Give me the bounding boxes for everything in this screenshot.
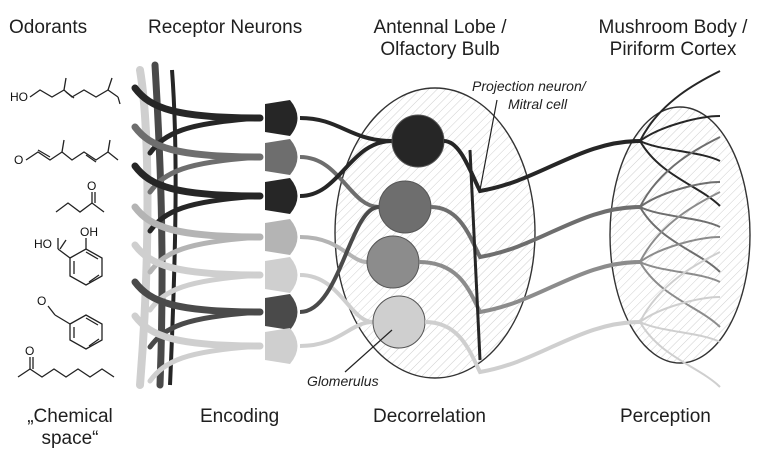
footer-chemical-line2: space“ — [41, 428, 99, 449]
projection-neuron-label-line1: Projection neuron/ — [472, 78, 586, 94]
footer-chemical-space: „Chemical space“ — [10, 406, 130, 450]
receptor-axon — [299, 139, 393, 198]
molecule-alcohol-label: HO — [10, 90, 28, 104]
projection-branch — [639, 261, 721, 283]
projection-branch — [639, 140, 721, 207]
header-antennal-lobe: Antennal Lobe / Olfactory Bulb — [355, 17, 525, 61]
receptor-soma — [265, 328, 298, 364]
projection-branch — [639, 115, 721, 142]
molecule-aldehyde-label: O — [14, 153, 23, 167]
molecule-ester — [55, 192, 105, 213]
footer-perception: Perception — [620, 406, 711, 427]
projection-branch — [639, 296, 721, 323]
projection-axon — [424, 320, 641, 375]
molecule-alcohol — [29, 77, 121, 105]
projection-neurons — [418, 70, 721, 388]
receptor-axon — [299, 320, 374, 348]
projection-axon — [443, 139, 641, 194]
glomerulus — [391, 114, 445, 168]
receptor-axon — [299, 155, 380, 209]
receptor-soma — [265, 139, 298, 175]
header-antennal-lobe-line1: Antennal Lobe / — [373, 17, 507, 38]
molecule-ester-label: O — [87, 179, 96, 193]
molecule-pentyl-acetate-label: O — [25, 344, 34, 358]
projection-branch — [639, 206, 721, 273]
projection-branch — [639, 70, 721, 142]
receptor-dendrite — [131, 84, 264, 122]
projection-axon — [430, 205, 641, 260]
receptor-dendrite — [131, 312, 264, 350]
receptor-soma — [265, 178, 298, 214]
projection-dendrite — [468, 149, 482, 361]
receptor-dendrite — [131, 241, 264, 279]
molecule-aldehyde — [25, 139, 119, 163]
header-mushroom-body-line1: Mushroom Body / — [598, 17, 748, 38]
odorant-molecules — [17, 77, 121, 378]
projection-branch — [639, 140, 721, 162]
receptor-soma — [265, 294, 298, 330]
projection-branch — [639, 191, 721, 263]
receptor-dendrite — [131, 203, 264, 241]
projection-branch — [639, 251, 721, 323]
receptor-dendrite — [147, 309, 263, 350]
projection-neuron-label: Projection neuron/ Mitral cell — [472, 77, 586, 113]
dendrite-trunk — [136, 66, 152, 389]
projection-branch — [639, 261, 721, 328]
molecule-salicylic-acid — [57, 238, 103, 286]
mushroom-body-region — [609, 106, 751, 364]
molecule-benzaldehyde — [47, 305, 103, 350]
header-odorants: Odorants — [9, 17, 88, 38]
receptor-dendrite — [131, 278, 264, 316]
glomerulus-label: Glomerulus — [307, 373, 379, 389]
header-antennal-lobe-line2: Olfactory Bulb — [380, 39, 500, 60]
receptor-dendrite — [147, 343, 263, 384]
header-mushroom-body-line2: Piriform Cortex — [609, 39, 737, 60]
glomerulus — [366, 235, 420, 289]
dendrite-trunk — [168, 69, 178, 386]
receptor-axon — [299, 116, 393, 143]
glomeruli — [366, 114, 445, 349]
molecule-salicylic-oh-label: OH — [80, 225, 98, 239]
footer-chemical-line1: „Chemical — [27, 406, 113, 427]
projection-neuron-label-line2: Mitral cell — [508, 96, 568, 112]
projection-branch — [639, 181, 721, 208]
receptor-axon — [299, 273, 374, 324]
header-receptor-neurons: Receptor Neurons — [148, 17, 303, 38]
receptor-axon — [299, 205, 380, 314]
header-mushroom-body: Mushroom Body / Piriform Cortex — [588, 17, 758, 61]
projection-branch — [639, 236, 721, 263]
receptor-soma — [265, 100, 298, 136]
receptor-dendrite — [147, 272, 263, 313]
receptor-axons — [299, 116, 393, 348]
glomerulus — [378, 180, 432, 234]
receptor-soma — [265, 219, 298, 255]
glomerulus-pointer — [344, 329, 393, 373]
footer-decorrelation: Decorrelation — [373, 406, 486, 427]
projection-neuron-pointer — [479, 99, 498, 191]
receptor-dendrite — [147, 234, 263, 275]
molecule-benzaldehyde-label: O — [37, 294, 46, 308]
projection-branch — [639, 136, 721, 208]
molecule-pentyl-acetate — [17, 357, 115, 378]
receptor-dendrite — [131, 123, 264, 161]
receptor-neurons — [131, 61, 298, 389]
receptor-dendrite — [131, 162, 264, 200]
projection-branch — [639, 321, 721, 388]
footer-encoding: Encoding — [200, 406, 280, 427]
projection-branch — [639, 321, 721, 343]
receptor-soma — [265, 257, 298, 293]
molecule-salicylic-ho-label: HO — [34, 237, 52, 251]
receptor-axon — [299, 235, 368, 264]
projection-axon — [418, 260, 641, 315]
